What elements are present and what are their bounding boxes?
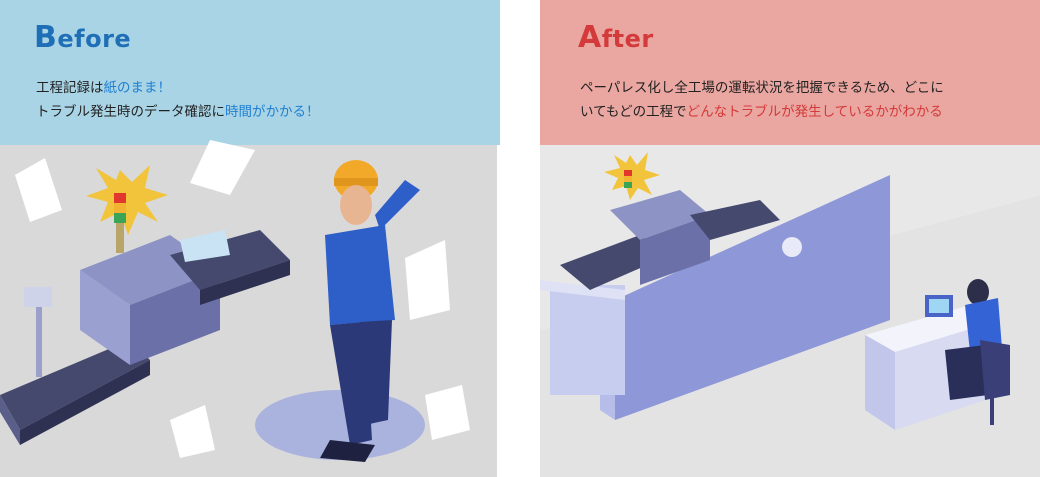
before-line-2-text: トラブル発生時のデータ確認に — [36, 104, 225, 120]
after-description: ペーパレス化し全工場の運転状況を把握できるため、どこに いてもどの工程でどんなト… — [580, 76, 1020, 124]
before-line-2: トラブル発生時のデータ確認に時間がかかる！ — [36, 100, 476, 124]
worker-figure — [320, 160, 450, 462]
before-panel: Before 工程記録は紙のまま！ トラブル発生時のデータ確認に時間がかかる！ — [0, 0, 500, 477]
paper-icon — [15, 158, 62, 222]
after-title: After — [578, 20, 654, 55]
after-line-1: ペーパレス化し全工場の運転状況を把握できるため、どこに — [580, 80, 944, 96]
warning-lamp — [86, 165, 168, 253]
paper-icon — [190, 140, 255, 195]
before-line-1-highlight: 紙のまま！ — [103, 80, 172, 96]
after-header — [540, 0, 1040, 145]
after-line-2: いてもどの工程でどんなトラブルが発生しているかがわかる — [580, 100, 1020, 124]
control-room-wall — [540, 175, 890, 420]
before-title-initial: B — [34, 20, 58, 55]
conveyor-machine — [0, 230, 290, 445]
before-title-rest: efore — [57, 25, 132, 53]
after-line-2-highlight: どんなトラブルが発生しているかがわかる — [686, 104, 943, 120]
conveyor-machine — [560, 190, 780, 290]
after-scene — [540, 0, 1040, 477]
warning-lamp — [604, 152, 660, 200]
after-line-2-text: いてもどの工程で — [580, 104, 687, 120]
after-title-initial: A — [578, 20, 602, 55]
operator-figure — [945, 279, 1010, 425]
before-title: Before — [34, 20, 131, 55]
paper-icon — [170, 405, 215, 458]
after-panel: After ペーパレス化し全工場の運転状況を把握できるため、どこに いてもどの工… — [540, 0, 1040, 477]
control-panel — [24, 287, 52, 377]
paper-icon — [425, 385, 470, 440]
before-line-1: 工程記録は紙のまま！ — [36, 76, 476, 100]
after-title-rest: fter — [601, 25, 654, 53]
before-line-1-text: 工程記録は — [36, 80, 104, 96]
before-line-2-highlight: 時間がかかる！ — [225, 104, 320, 120]
before-description: 工程記録は紙のまま！ トラブル発生時のデータ確認に時間がかかる！ — [36, 76, 476, 124]
before-scene — [0, 0, 500, 477]
before-header-arrow — [0, 0, 500, 145]
